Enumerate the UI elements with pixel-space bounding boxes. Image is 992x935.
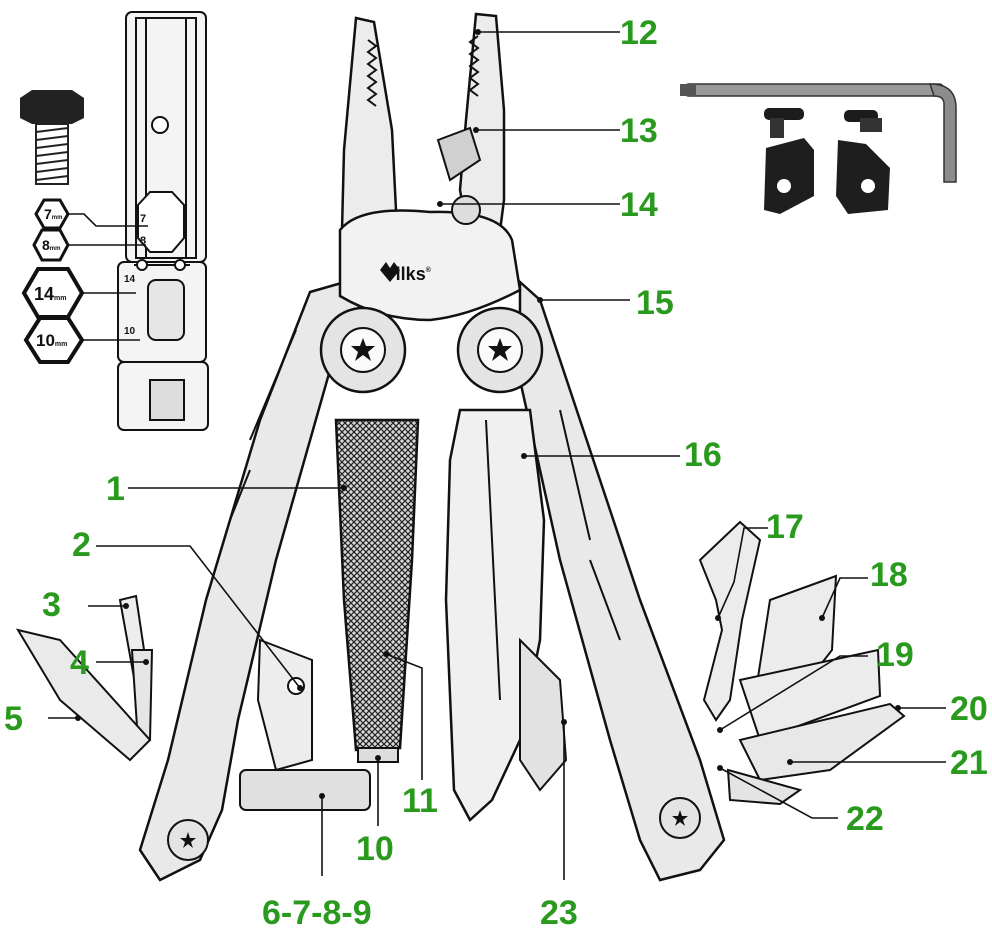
can-opener-tool <box>738 702 906 782</box>
closed-tool-hex-wrench-head <box>137 191 185 253</box>
bolt-icon <box>20 90 84 185</box>
left-lower-screw <box>167 819 209 861</box>
hex-badge-10mm: 10mm <box>23 316 85 364</box>
file-tool <box>334 418 420 752</box>
right-handle <box>518 279 726 882</box>
tool-mark-14: 14 <box>124 274 136 285</box>
tool-mark-8: 8 <box>140 235 146 247</box>
serrated-blade-tool <box>15 628 152 762</box>
callout-3: 3 <box>42 586 61 624</box>
callout-20: 20 <box>950 690 988 728</box>
tool-mark-7: 7 <box>140 213 146 225</box>
svg-text:14mm: 14mm <box>34 284 66 304</box>
torx-l-key-icon <box>680 83 957 183</box>
callout-10: 10 <box>356 830 394 868</box>
svg-text:10mm: 10mm <box>36 331 67 350</box>
replacement-blade-right-icon <box>836 140 890 214</box>
svg-text:8mm: 8mm <box>42 237 60 253</box>
callout-21: 21 <box>950 744 988 782</box>
callout-11: 11 <box>402 782 438 820</box>
brand-wolf-icon <box>380 262 400 282</box>
callout-22: 22 <box>846 800 884 838</box>
screwdriver-tool <box>256 638 313 772</box>
callout-5: 5 <box>4 700 23 738</box>
callout-19: 19 <box>876 636 914 674</box>
bit-holder <box>239 769 371 811</box>
callout-16: 16 <box>684 436 722 474</box>
callout-leaders <box>48 31 946 880</box>
callout-18: 18 <box>870 556 908 594</box>
callout-17: 17 <box>766 508 804 546</box>
callout-15: 15 <box>636 284 674 322</box>
hex-badge-7mm: 7mm <box>34 198 70 230</box>
right-pivot-bushing <box>456 306 544 394</box>
callout-2: 2 <box>72 526 91 564</box>
callout-13: 13 <box>620 112 658 150</box>
svg-text:7mm: 7mm <box>44 206 62 222</box>
left-pivot-bushing <box>319 306 407 394</box>
replacement-blade-left-icon <box>764 138 814 214</box>
callout-4: 4 <box>70 644 89 682</box>
hex-badge-leaders <box>68 213 148 341</box>
pliers-head <box>338 209 522 322</box>
screw-right-icon <box>844 110 882 132</box>
pivot-screw-icon <box>451 195 481 225</box>
callout-23: 23 <box>540 894 578 932</box>
callout-12: 12 <box>620 14 658 52</box>
callout-6-7-8-9: 6-7-8-9 <box>262 894 372 932</box>
callout-dots <box>75 29 901 799</box>
saw-blade <box>519 637 568 792</box>
hex-badge-8mm: 8mm <box>32 228 70 262</box>
closed-tool-wrench-slot <box>147 279 185 341</box>
right-lower-screw <box>659 797 701 839</box>
hex-badge-14mm: 14mm <box>21 267 85 319</box>
callout-1: 1 <box>106 470 125 508</box>
wire-stripper-tool <box>726 768 803 806</box>
screw-left-icon <box>764 108 804 138</box>
wire-cutter <box>436 126 482 182</box>
tool-mark-10: 10 <box>124 326 136 337</box>
callout-14: 14 <box>620 186 658 224</box>
